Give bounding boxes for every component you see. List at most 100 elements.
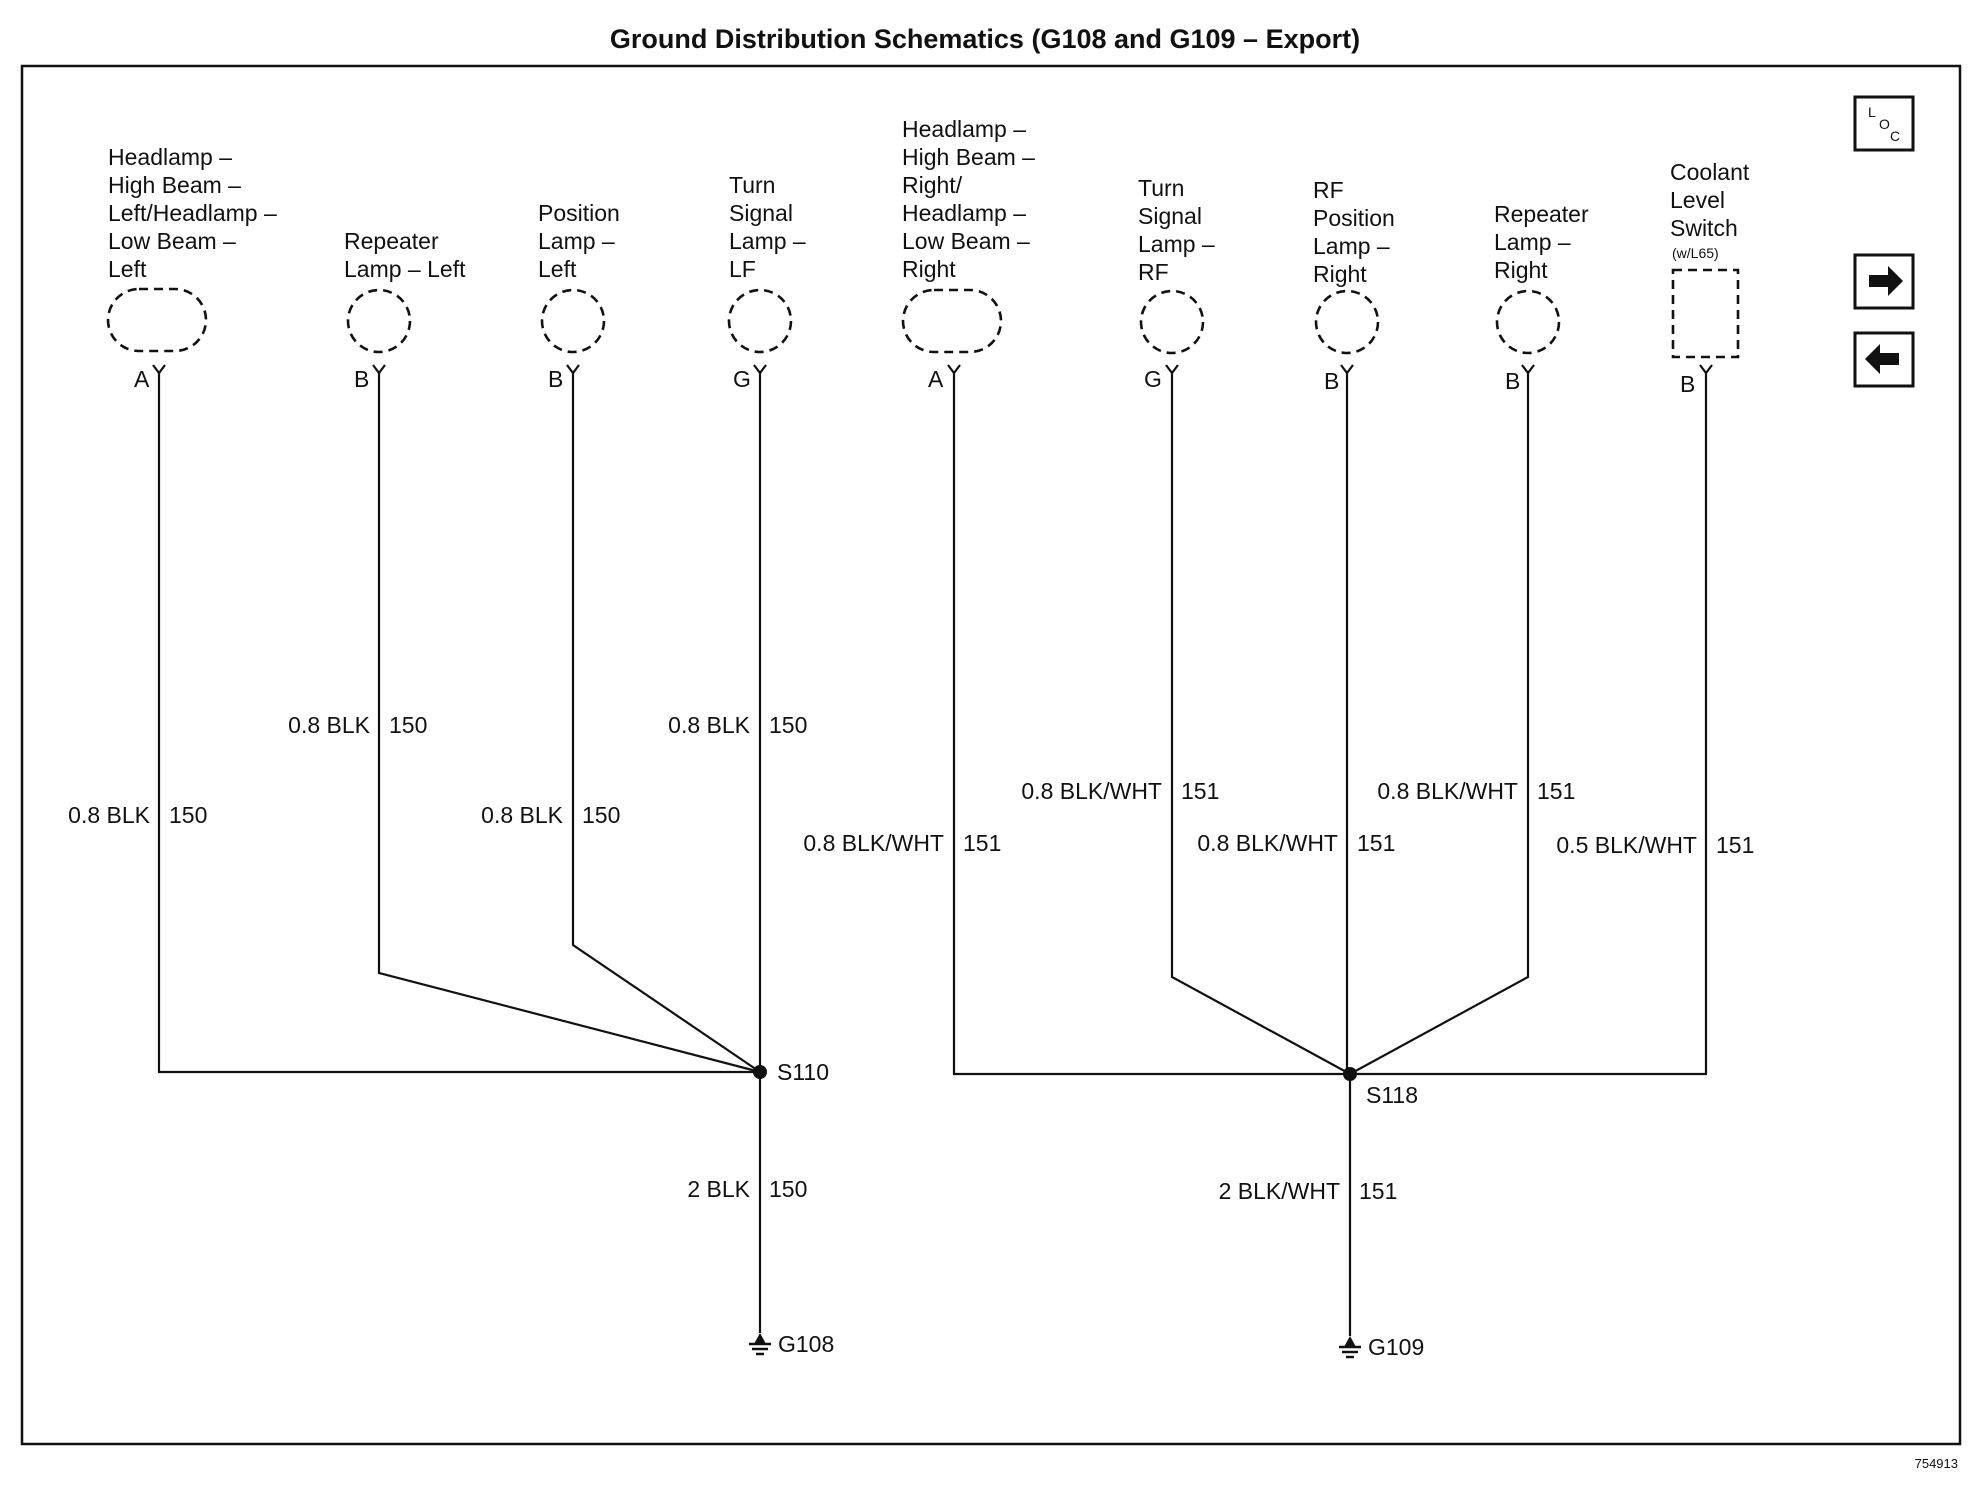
wire-label-position-left: 0.8 BLK 150 xyxy=(481,802,620,828)
component-label: Coolant Level Switch xyxy=(1670,159,1756,241)
loc-letter-c: C xyxy=(1890,128,1900,144)
wire-circuit: 151 xyxy=(1181,778,1219,804)
wire-coolant-switch xyxy=(1350,373,1708,1076)
wire-spec: 2 BLK/WHT xyxy=(1219,1178,1340,1204)
component-turn-signal-lamp-lf: Turn Signal Lamp – LF G xyxy=(727,172,812,392)
component-label: Repeater Lamp – Right xyxy=(1494,201,1595,283)
splice-node xyxy=(1343,1067,1357,1081)
connector-pin: B xyxy=(354,366,369,392)
ground-g108: G108 xyxy=(749,1331,834,1357)
wire-label-turn-lf: 0.8 BLK 150 xyxy=(668,712,807,738)
component-headlamp-right: Headlamp – High Beam – Right/ Headlamp –… xyxy=(901,116,1041,392)
component-label: Headlamp – High Beam – Left/Headlamp – L… xyxy=(108,144,283,282)
splice-node xyxy=(753,1065,767,1079)
connector-pin: B xyxy=(1680,371,1695,397)
wire-label-coolant-switch: 0.5 BLK/WHT 151 xyxy=(1556,832,1754,858)
component-rf-position-lamp-right: RF Position Lamp – Right B xyxy=(1313,177,1401,394)
wire-spec: 0.5 BLK/WHT xyxy=(1556,832,1697,858)
connector-pin: B xyxy=(1324,368,1339,394)
splice-label: S110 xyxy=(777,1059,829,1085)
component-coolant-level-switch: Coolant Level Switch (w/L65) B xyxy=(1670,159,1756,397)
ground-label: G109 xyxy=(1368,1334,1424,1360)
wire-headlamp-right xyxy=(952,373,1350,1076)
document-number: 754913 xyxy=(1915,1456,1958,1471)
component-label: Headlamp – High Beam – Right/ Headlamp –… xyxy=(902,116,1041,282)
diagram-title: Ground Distribution Schematics (G108 and… xyxy=(610,24,1360,54)
wire-label-repeater-left: 0.8 BLK 150 xyxy=(288,712,427,738)
component-position-lamp-left: Position Lamp – Left B xyxy=(538,200,626,392)
loc-button[interactable]: L O C xyxy=(1853,95,1915,152)
wire-circuit: 151 xyxy=(1716,832,1754,858)
wire-label-s118-ground: 2 BLK/WHT 151 xyxy=(1219,1178,1398,1204)
wire-repeater-right xyxy=(1349,373,1530,1075)
wire-group-s110 xyxy=(157,373,762,1333)
wire-circuit: 150 xyxy=(769,712,807,738)
wire-spec: 0.8 BLK/WHT xyxy=(1021,778,1162,804)
component-turn-signal-lamp-rf: Turn Signal Lamp – RF G xyxy=(1138,175,1221,392)
wire-label-repeater-right: 0.8 BLK/WHT 151 xyxy=(1377,778,1575,804)
component-label: Turn Signal Lamp – RF xyxy=(1138,175,1221,285)
wire-spec: 0.8 BLK/WHT xyxy=(1377,778,1518,804)
wire-spec: 0.8 BLK xyxy=(668,712,750,738)
splice-s110: S110 xyxy=(753,1059,829,1085)
wire-turn-rf xyxy=(1170,373,1351,1075)
connector-pin: A xyxy=(928,366,944,392)
component-headlamp-left: Headlamp – High Beam – Left/Headlamp – L… xyxy=(106,144,283,392)
component-label: RF Position Lamp – Right xyxy=(1313,177,1401,287)
wire-circuit: 151 xyxy=(1359,1178,1397,1204)
component-repeater-lamp-left: Repeater Lamp – Left B xyxy=(344,228,466,392)
wire-circuit: 150 xyxy=(769,1176,807,1202)
wire-spec: 0.8 BLK/WHT xyxy=(1197,830,1338,856)
wire-repeater-left xyxy=(377,373,761,1074)
wire-circuit: 150 xyxy=(389,712,427,738)
component-body xyxy=(901,288,1003,354)
component-body xyxy=(106,287,208,353)
loc-letter-o: O xyxy=(1879,116,1890,132)
component-option-note: (w/L65) xyxy=(1672,245,1719,261)
component-body xyxy=(727,288,793,354)
connector-pin: B xyxy=(1505,368,1520,394)
wire-spec: 0.8 BLK xyxy=(481,802,563,828)
ground-icon xyxy=(1339,1336,1361,1359)
component-label: Repeater Lamp – Left xyxy=(344,228,466,282)
component-label: Turn Signal Lamp – LF xyxy=(729,172,812,282)
component-label: Position Lamp – Left xyxy=(538,200,626,282)
wire-position-left xyxy=(571,373,761,1073)
wire-headlamp-left xyxy=(157,373,760,1074)
component-body xyxy=(346,288,412,354)
wire-circuit: 150 xyxy=(582,802,620,828)
wire-circuit: 151 xyxy=(1357,830,1395,856)
component-body xyxy=(1314,289,1380,355)
connector-pin: A xyxy=(134,366,150,392)
wire-spec: 0.8 BLK/WHT xyxy=(803,830,944,856)
wire-label-headlamp-right: 0.8 BLK/WHT 151 xyxy=(803,830,1001,856)
wire-circuit: 150 xyxy=(169,802,207,828)
wire-circuit: 151 xyxy=(1537,778,1575,804)
wire-label-position-right: 0.8 BLK/WHT 151 xyxy=(1197,830,1395,856)
next-page-button[interactable] xyxy=(1853,253,1915,310)
wire-label-turn-rf: 0.8 BLK/WHT 151 xyxy=(1021,778,1219,804)
ground-icon xyxy=(749,1333,771,1356)
arrow-right-icon xyxy=(1869,266,1903,296)
ground-g109: G109 xyxy=(1339,1334,1424,1360)
wire-label-headlamp-left: 0.8 BLK 150 xyxy=(68,802,207,828)
prev-page-button[interactable] xyxy=(1853,331,1915,388)
wire-spec: 0.8 BLK xyxy=(288,712,370,738)
component-body xyxy=(1495,289,1561,355)
connector-pin: B xyxy=(548,366,563,392)
wire-circuit: 151 xyxy=(963,830,1001,856)
splice-s118: S118 xyxy=(1343,1067,1418,1108)
arrow-left-icon xyxy=(1865,344,1899,374)
connector-pin: G xyxy=(733,366,751,392)
component-body xyxy=(540,288,606,354)
wire-spec: 2 BLK xyxy=(687,1176,750,1202)
loc-letter-l: L xyxy=(1868,104,1876,120)
component-repeater-lamp-right: Repeater Lamp – Right B xyxy=(1494,201,1595,394)
ground-label: G108 xyxy=(778,1331,834,1357)
splice-label: S118 xyxy=(1366,1082,1418,1108)
connector-pin: G xyxy=(1144,366,1162,392)
wire-group-s118 xyxy=(952,373,1708,1336)
diagram-frame xyxy=(20,64,1962,1446)
component-body xyxy=(1671,268,1740,359)
